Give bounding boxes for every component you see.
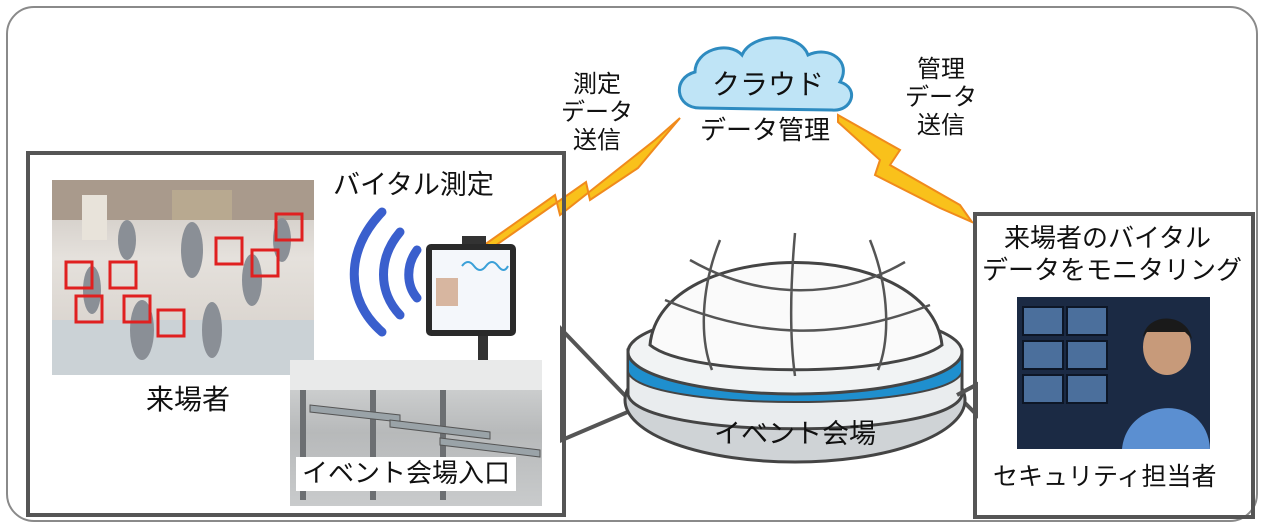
security-photo: [1017, 297, 1210, 449]
wave-inner-icon: [404, 245, 422, 303]
vital-tablet-icon: [426, 236, 516, 370]
security-label: セキュリティ担当者: [993, 462, 1217, 491]
visitors-photo: [52, 180, 314, 375]
link-label-left-line1: 測定: [573, 70, 621, 98]
cloud-label: クラウド: [712, 68, 825, 101]
link-label-right-line3: 送信: [917, 111, 965, 139]
monitor-label-line1: 来場者のバイタル: [1004, 224, 1211, 254]
diagram-frame: [6, 6, 1258, 522]
entrance-label: イベント会場入口: [296, 457, 517, 491]
entrance-panel: [26, 151, 566, 517]
wave-outer-icon: [349, 207, 387, 337]
stadium-icon: [623, 232, 967, 464]
security-panel: [973, 212, 1255, 519]
monitor-label-line2: データをモニタリング: [982, 256, 1243, 286]
venue-label: イベント会場: [714, 419, 876, 450]
lightning-left-icon: [468, 117, 681, 264]
link-label-left-line2: データ: [561, 98, 633, 126]
link-label-left-line3: 送信: [573, 126, 621, 154]
link-label-left: 測定 データ 送信: [557, 70, 637, 154]
cloud-sublabel: データ管理: [700, 116, 831, 146]
visitors-label: 来場者: [146, 383, 231, 416]
wave-middle-icon: [379, 227, 405, 320]
vital-measure-label: バイタル測定: [333, 170, 494, 201]
lightning-right-icon: [837, 113, 975, 225]
link-label-right-line1: 管理: [917, 55, 965, 83]
link-label-right: 管理 データ 送信: [901, 55, 981, 139]
link-label-right-line2: データ: [905, 83, 977, 111]
right-box-connector: [956, 383, 977, 397]
cloud-icon: [677, 36, 853, 112]
callout-pointer-left: [560, 325, 641, 444]
